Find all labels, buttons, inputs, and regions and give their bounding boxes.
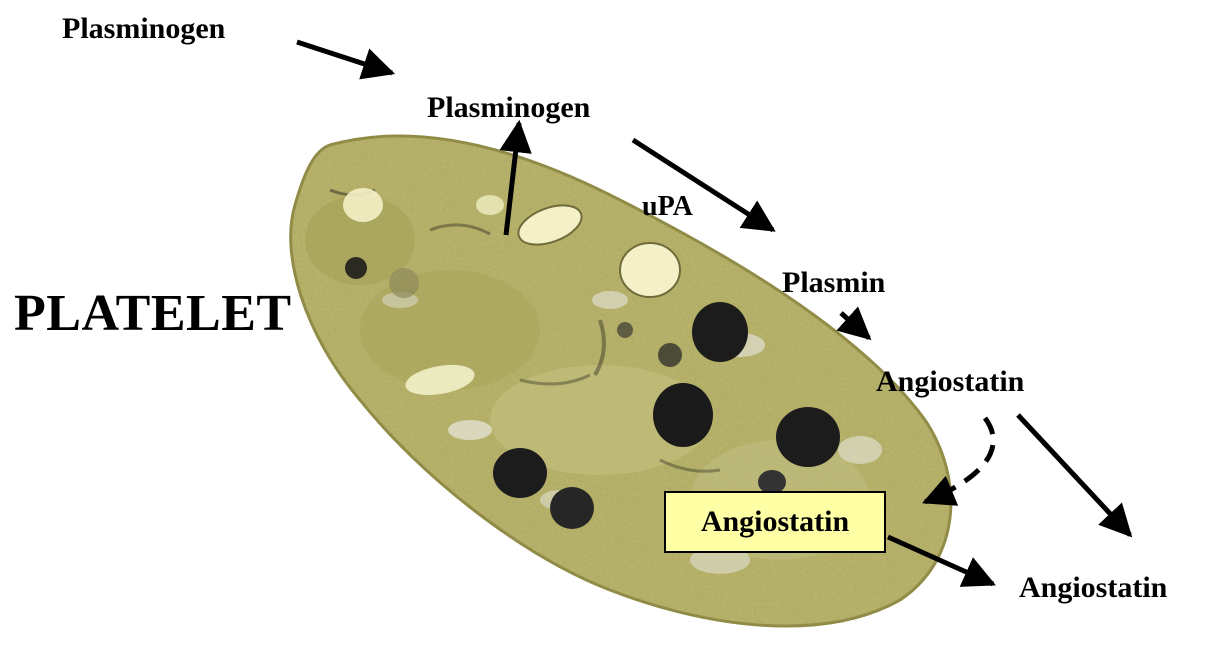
dense-granule xyxy=(776,407,840,467)
plasminogen-inside-label: Plasminogen xyxy=(427,93,590,123)
dense-granule xyxy=(692,302,748,362)
vacuole xyxy=(343,188,383,222)
arrow-plasminogen-to-cell xyxy=(297,42,392,73)
angiostatin-boxed-label-box: Angiostatin xyxy=(664,491,886,553)
granule xyxy=(617,322,633,338)
arrow-plasmin-to-angiostatin xyxy=(841,313,869,338)
platelet-title-label: PLATELET xyxy=(14,288,292,340)
angiostatin-released-label: Angiostatin xyxy=(1019,573,1167,603)
plasmin-label: Plasmin xyxy=(782,268,885,298)
platelet-cell-illustration xyxy=(280,120,980,647)
vacuole xyxy=(620,243,680,297)
granule xyxy=(658,343,682,367)
granule xyxy=(389,268,419,298)
plasminogen-outside-label: Plasminogen xyxy=(62,14,225,44)
arrow-angiostatin-release xyxy=(1018,415,1130,535)
dense-granule xyxy=(550,487,594,529)
angiostatin-surface-label: Angiostatin xyxy=(876,367,1024,397)
upa-label: uPA xyxy=(642,193,693,221)
granule xyxy=(345,257,367,279)
vacuole xyxy=(476,195,504,215)
dense-granule xyxy=(653,383,713,447)
dense-granule xyxy=(493,448,547,498)
angiostatin-boxed-label: Angiostatin xyxy=(701,507,849,537)
